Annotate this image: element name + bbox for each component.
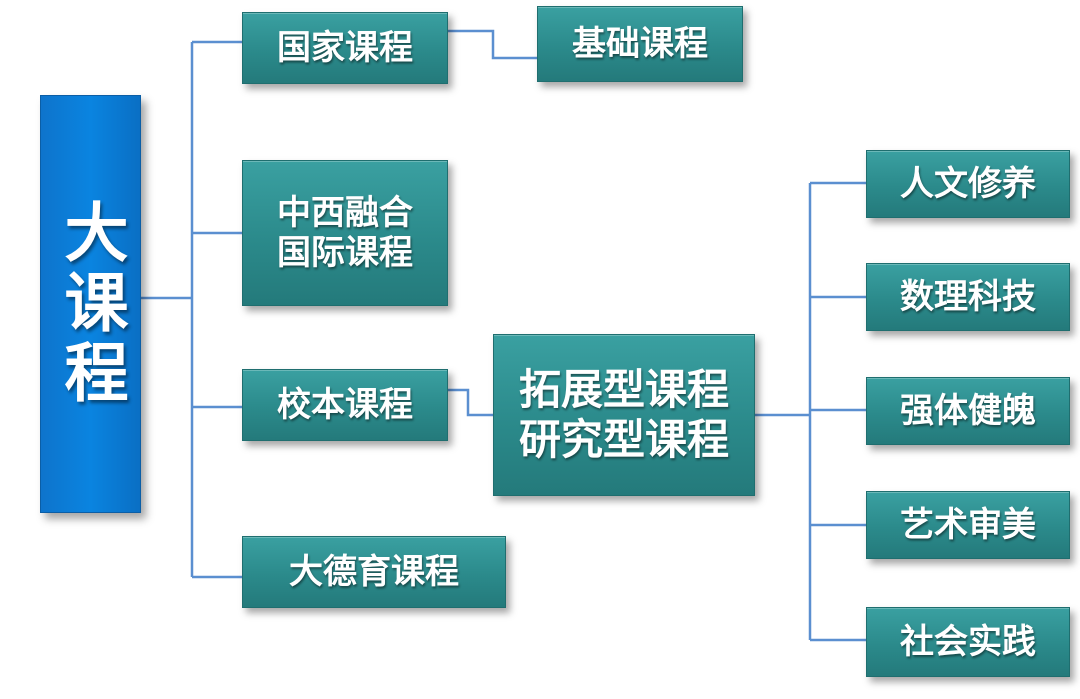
connector-school-extended (448, 388, 493, 417)
node-extended-research-curriculum: 拓展型课程 研究型课程 (493, 334, 755, 496)
node-extended-line-2: 研究型课程 (518, 415, 729, 464)
node-domain-humanities: 人文修养 (866, 150, 1070, 218)
node-international-line-1: 中西融合 (277, 192, 413, 233)
node-school-label: 校本课程 (277, 384, 413, 425)
node-domain-humanities-label: 人文修养 (900, 163, 1036, 204)
node-international-line-2: 国际课程 (277, 233, 413, 273)
node-school-curriculum: 校本课程 (242, 369, 448, 441)
root-label: 大课程 (53, 199, 128, 409)
node-moral-label: 大德育课程 (289, 551, 459, 592)
node-foundation-curriculum: 基础课程 (537, 6, 743, 82)
root-node: 大课程 (40, 95, 141, 513)
node-domain-fitness: 强体健魄 (866, 377, 1070, 445)
node-domain-math-science: 数理科技 (866, 263, 1070, 331)
node-national-label: 国家课程 (277, 27, 413, 68)
node-domain-art: 艺术审美 (866, 491, 1070, 559)
node-domain-social-practice: 社会实践 (866, 607, 1070, 677)
node-extended-line-1: 拓展型课程 (518, 365, 729, 415)
connector-national-foundation (448, 29, 537, 60)
node-domain-social-label: 社会实践 (900, 621, 1036, 662)
node-domain-art-label: 艺术审美 (900, 504, 1036, 545)
node-international-curriculum: 中西融合 国际课程 (242, 160, 448, 306)
node-domain-fitness-label: 强体健魄 (900, 390, 1036, 431)
node-foundation-label: 基础课程 (572, 23, 708, 64)
node-moral-education-curriculum: 大德育课程 (242, 536, 506, 608)
node-national-curriculum: 国家课程 (242, 12, 448, 84)
node-domain-math-science-label: 数理科技 (900, 276, 1036, 317)
